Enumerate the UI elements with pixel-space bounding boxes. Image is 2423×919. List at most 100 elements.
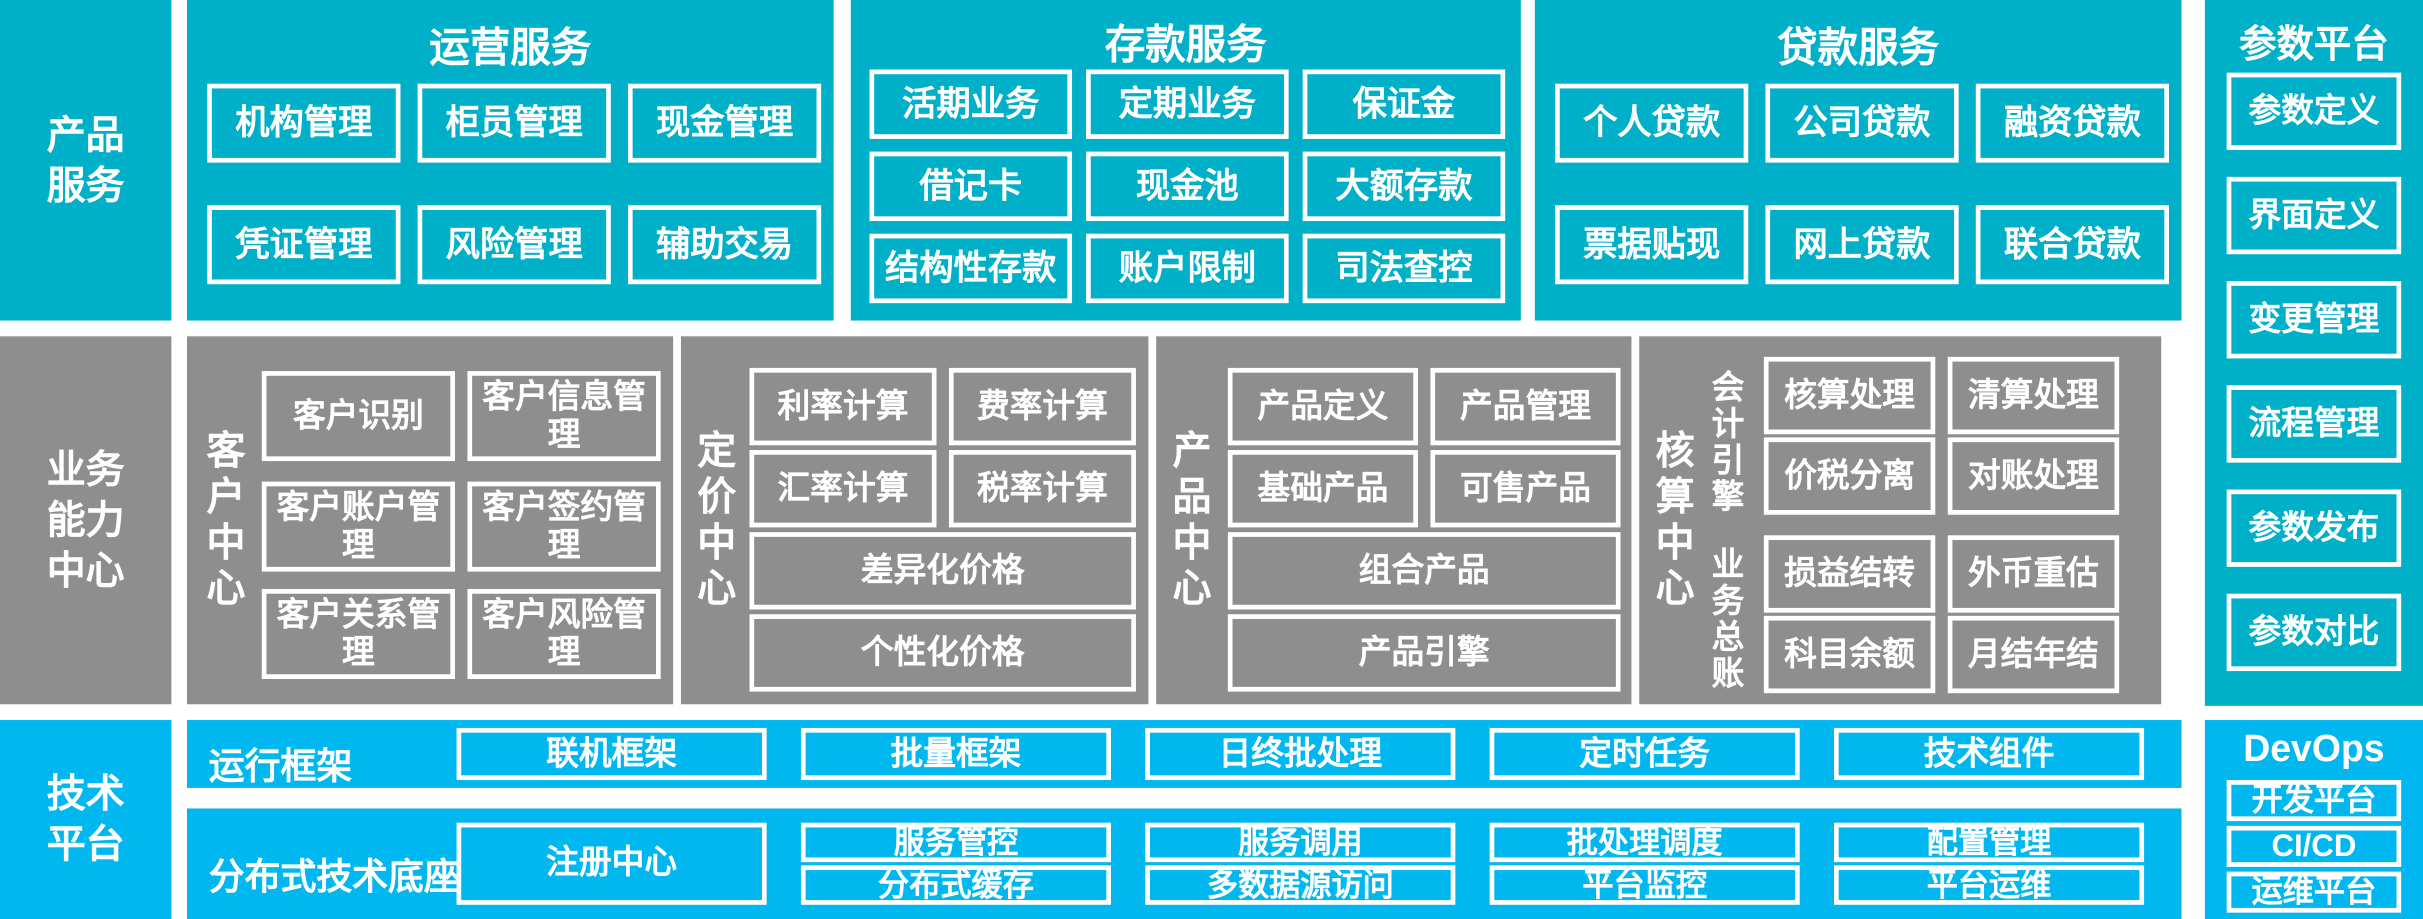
service-box-jiegouxing-cunkuan[interactable]: 结构性存款	[869, 233, 1073, 304]
service-box-xianjinchi[interactable]: 现金池	[1086, 151, 1289, 222]
layer-label-technology-platform-text: 技术 平台	[0, 720, 171, 919]
label-line: 产品	[46, 112, 125, 158]
tech-box-peizhi-guanli[interactable]: 配置管理	[1834, 822, 2145, 863]
service-box-sifa-chakong[interactable]: 司法查控	[1302, 233, 1506, 304]
devops-box-kaifa-pingtai[interactable]: 开发平台	[2226, 780, 2402, 822]
service-box-jigou-guanli[interactable]: 机构管理	[207, 83, 401, 163]
capability-box-kehu-fengxian-guanli[interactable]: 客户风险管理	[467, 588, 661, 679]
capability-box-qingsuan-chuli[interactable]: 清算处理	[1947, 356, 2120, 435]
center-label-customer: 客户中心	[201, 428, 245, 612]
service-box-jijika[interactable]: 借记卡	[869, 151, 1073, 222]
capability-box-huilv-jisuan[interactable]: 汇率计算	[749, 450, 937, 528]
tech-box-duoshujuyuan-fangwen[interactable]: 多数据源访问	[1145, 865, 1456, 905]
band-distributed-base: 分布式技术底座 注册中心 服务管控 分布式缓存 服务调用 多数据源访问 批处理调…	[186, 808, 2182, 919]
band-label-distributed-base: 分布式技术底座	[208, 855, 460, 897]
capability-box-jichu-chanpin[interactable]: 基础产品	[1227, 450, 1418, 528]
tech-box-fuwu-diaoyong[interactable]: 服务调用	[1145, 822, 1456, 863]
capability-box-kemu-yue[interactable]: 科目余额	[1763, 615, 1936, 694]
group-title-operations-service: 运营服务	[429, 23, 592, 72]
capability-box-chanpin-dingyi[interactable]: 产品定义	[1227, 367, 1418, 446]
capability-box-hesuan-chuli[interactable]: 核算处理	[1763, 356, 1936, 435]
param-box-jiemian-dingyi[interactable]: 界面定义	[2226, 176, 2402, 255]
service-box-zhanghu-xianzhi[interactable]: 账户限制	[1086, 233, 1289, 304]
service-box-pingzheng-guanli[interactable]: 凭证管理	[207, 205, 401, 285]
center-accounting: 核算中心 会计引擎 业务总账 核算处理 清算处理 价税分离 对账处理 损益结转 …	[1639, 336, 2162, 705]
capability-box-kehu-zhanghu-guanli[interactable]: 客户账户管理	[261, 481, 455, 572]
service-box-geren-daikuan[interactable]: 个人贷款	[1555, 83, 1749, 163]
service-box-piaoju-tiexian[interactable]: 票据贴现	[1555, 205, 1749, 285]
service-box-dae-cunkuan[interactable]: 大额存款	[1302, 151, 1506, 222]
param-box-canshu-fabu[interactable]: 参数发布	[2226, 489, 2402, 567]
param-box-biangeng-guanli[interactable]: 变更管理	[2226, 281, 2402, 359]
capability-box-shuilv-jisuan[interactable]: 税率计算	[948, 450, 1136, 528]
devops-box-cicd[interactable]: CI/CD	[2226, 825, 2402, 867]
service-box-gongsi-daikuan[interactable]: 公司贷款	[1765, 83, 1959, 163]
center-label-product: 产品中心	[1167, 428, 1211, 612]
layer-label-business-capability: 业务 能力 中心	[0, 336, 172, 705]
capability-box-jiashui-fenli[interactable]: 价税分离	[1763, 437, 1936, 515]
layer-label-technology-platform: 技术 平台	[0, 720, 172, 919]
service-box-lianhe-daikuan[interactable]: 联合贷款	[1975, 205, 2170, 285]
service-box-fengxian-guanli[interactable]: 风险管理	[417, 205, 611, 285]
capability-box-kehu-guanxi-guanli[interactable]: 客户关系管理	[261, 588, 455, 679]
group-title-loan-service: 贷款服务	[1777, 23, 1940, 72]
label-line: 能力	[46, 498, 125, 543]
capability-box-yuejie-nianjie[interactable]: 月结年结	[1947, 615, 2120, 694]
tech-box-lianji-kuangjia[interactable]: 联机框架	[456, 727, 767, 781]
tech-box-fuwu-guankong[interactable]: 服务管控	[800, 822, 1111, 863]
capability-box-feilv-jisuan[interactable]: 费率计算	[948, 367, 1136, 446]
center-product: 产品中心 产品定义 产品管理 基础产品 可售产品 组合产品 产品引擎	[1156, 336, 1632, 705]
capability-box-gexinghua-jiage[interactable]: 个性化价格	[749, 614, 1136, 692]
group-loan-service: 贷款服务 个人贷款 公司贷款 融资贷款 票据贴现 网上贷款 联合贷款	[1534, 0, 2182, 321]
tech-box-zhuce-zhongxin[interactable]: 注册中心	[456, 822, 767, 905]
tech-box-pichuli-diaodu[interactable]: 批处理调度	[1489, 822, 1800, 863]
tech-box-pingtai-jiankong[interactable]: 平台监控	[1489, 865, 1800, 905]
tech-box-pingtai-yunwei[interactable]: 平台运维	[1834, 865, 2145, 905]
band-runtime-framework: 运行框架 联机框架 批量框架 日终批处理 定时任务 技术组件	[186, 720, 2182, 788]
tech-box-rizhong-pichuli[interactable]: 日终批处理	[1145, 727, 1456, 781]
param-box-canshu-duibi[interactable]: 参数对比	[2226, 593, 2402, 672]
subgroup-label-accounting-engine: 会计引擎	[1707, 368, 1744, 514]
service-box-huoqi-yewu[interactable]: 活期业务	[869, 69, 1073, 139]
label-line: 中心	[46, 548, 125, 593]
param-box-liucheng-guanli[interactable]: 流程管理	[2226, 385, 2402, 463]
capability-box-kehu-shibie[interactable]: 客户识别	[261, 371, 455, 462]
capability-box-waibi-chonggu[interactable]: 外币重估	[1947, 535, 2120, 613]
capability-box-kehu-qianyue-guanli[interactable]: 客户签约管理	[467, 481, 661, 572]
panel-parameter-platform: 参数平台 参数定义 界面定义 变更管理 流程管理 参数发布 参数对比	[2204, 0, 2423, 706]
service-box-wangshang-daikuan[interactable]: 网上贷款	[1765, 205, 1959, 285]
layer-label-product-service: 产品 服务	[0, 0, 172, 321]
band-label-runtime-framework: 运行框架	[208, 745, 353, 787]
center-customer: 客户中心 客户识别 客户信息管理 客户账户管理 客户签约管理 客户关系管理 客户…	[186, 336, 674, 705]
devops-box-yunwei-pingtai[interactable]: 运维平台	[2226, 871, 2402, 913]
center-label-accounting: 核算中心	[1650, 428, 1694, 612]
tech-box-dingshi-renwu[interactable]: 定时任务	[1489, 727, 1800, 781]
service-box-rongzi-daikuan[interactable]: 融资贷款	[1975, 83, 2170, 163]
capability-box-zuhe-chanpin[interactable]: 组合产品	[1227, 532, 1621, 610]
capability-box-chayihua-jiage[interactable]: 差异化价格	[749, 532, 1136, 610]
service-box-guiyuan-guanli[interactable]: 柜员管理	[417, 83, 611, 163]
capability-box-keshou-chanpin[interactable]: 可售产品	[1430, 450, 1621, 528]
service-box-xianjin-guanli[interactable]: 现金管理	[627, 83, 822, 163]
capability-box-lilv-jisuan[interactable]: 利率计算	[749, 367, 937, 446]
capability-box-duizhang-chuli[interactable]: 对账处理	[1947, 437, 2120, 515]
subgroup-label-business-ledger: 业务总账	[1707, 545, 1744, 691]
layer-label-business-capability-text: 业务 能力 中心	[0, 336, 171, 704]
panel-title-parameter-platform: 参数平台	[2239, 23, 2389, 67]
tech-box-piliang-kuangjia[interactable]: 批量框架	[800, 727, 1111, 781]
service-box-baozhengjin[interactable]: 保证金	[1302, 69, 1506, 139]
capability-box-chanpin-yinqing[interactable]: 产品引擎	[1227, 614, 1621, 692]
layer-label-product-service-text: 产品 服务	[0, 0, 171, 321]
capability-box-chanpin-guanli[interactable]: 产品管理	[1430, 367, 1621, 446]
service-box-dingqi-yewu[interactable]: 定期业务	[1086, 69, 1289, 139]
param-box-canshu-dingyi[interactable]: 参数定义	[2226, 72, 2402, 151]
label-line: 服务	[46, 163, 125, 208]
tech-box-fenbushi-huancun[interactable]: 分布式缓存	[800, 865, 1111, 905]
panel-title-devops: DevOps	[2243, 727, 2385, 771]
service-box-fuzhu-jiaoyi[interactable]: 辅助交易	[627, 205, 822, 285]
panel-devops: DevOps 开发平台 CI/CD 运维平台	[2204, 720, 2423, 919]
capability-box-sunyi-jiezhuan[interactable]: 损益结转	[1763, 535, 1936, 613]
tech-box-jishu-zujian[interactable]: 技术组件	[1834, 727, 2145, 781]
capability-box-kehu-xinxi-guanli[interactable]: 客户信息管理	[467, 371, 661, 462]
